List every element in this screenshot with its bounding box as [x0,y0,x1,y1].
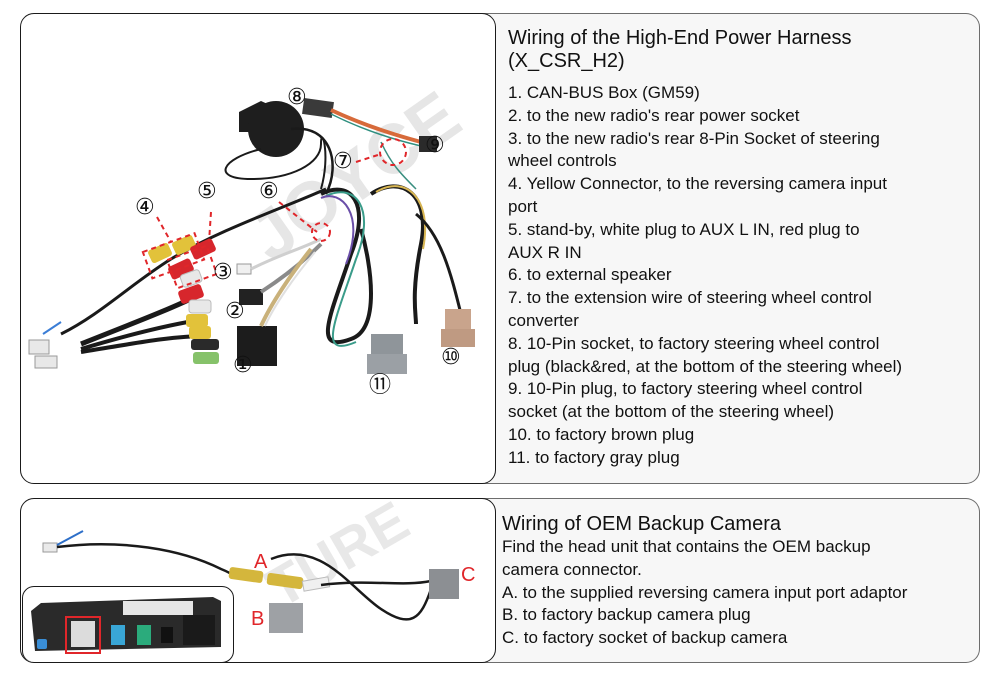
callout-6: ⑥ [259,179,279,204]
steering-harness-icon [302,97,437,190]
gray-plug-icon [367,334,407,374]
power-harness-text-panel: Wiring of the High-End Power Harness (X_… [480,13,980,484]
label-b: B [251,608,264,630]
speaker-icon [224,101,334,195]
callout-7: ⑦ [333,149,353,174]
harness-item: 4. Yellow Connector, to the reversing ca… [508,174,887,194]
harness-item: 8. 10-Pin socket, to factory steering wh… [508,333,880,353]
label-a: A [254,551,268,573]
backup-camera-illustration: TURE A B C [42,499,475,633]
callout-1: ① [233,353,253,378]
camera-cable-icon [42,530,459,633]
head-unit-icon [31,597,221,654]
power-harness-image: JOYCE [20,13,496,484]
harness-item: 5. stand-by, white plug to AUX L IN, red… [508,219,860,239]
harness-item: socket (at the bottom of the steering wh… [508,402,835,422]
harness-item: plug (black&red, at the bottom of the st… [508,356,903,376]
brown-plug-icon [441,309,475,347]
power-harness-title: Wiring of the High-End Power Harness (X_… [508,27,902,73]
wire-loop-icon [320,184,463,347]
power-harness-item-list: 1. CAN-BUS Box (GM59) 2. to the new radi… [508,82,902,470]
rca-bundle-icon [28,187,327,369]
backup-item: A. to the supplied reversing camera inpu… [502,582,908,602]
backup-item: C. to factory socket of backup camera [502,628,788,648]
harness-item: 7. to the extension wire of steering whe… [508,288,872,308]
callout-5: ⑤ [197,179,217,204]
callout-3: ③ [213,260,233,285]
backup-item: B. to factory backup camera plug [502,605,751,625]
harness-item: 11. to factory gray plug [508,447,680,467]
backup-intro-line: camera connector. [502,559,642,579]
backup-camera-item-list: Find the head unit that contains the OEM… [502,536,907,650]
callout-11: ⑪ [369,373,391,398]
harness-item: 10. to factory brown plug [508,424,695,444]
callout-2: ② [225,299,245,324]
harness-item: port [508,196,538,216]
harness-item: 2. to the new radio's rear power socket [508,105,800,125]
harness-illustration: JOYCE [28,76,475,398]
power-harness-title-line1: Wiring of the High-End Power Harness [508,27,852,49]
callout-9: ⑨ [425,133,445,158]
label-c: C [461,564,475,586]
callout-10: ⑩ [441,345,461,370]
harness-item: 6. to external speaker [508,265,672,285]
backup-intro-line: Find the head unit that contains the OEM… [502,537,871,556]
power-socket-icon [236,237,323,305]
backup-camera-image: TURE A B C [20,498,496,663]
harness-item: 3. to the new radio's rear 8-Pin Socket … [508,128,880,148]
harness-item: 1. CAN-BUS Box (GM59) [508,83,700,102]
harness-item: AUX R IN [508,242,582,262]
harness-item: wheel controls [508,151,617,171]
harness-item: converter [508,310,579,330]
backup-camera-title: Wiring of OEM Backup Camera [502,513,781,535]
harness-item: 9. 10-Pin plug, to factory steering whee… [508,379,863,399]
callout-8: ⑧ [287,85,307,110]
backup-camera-text-panel: Wiring of OEM Backup Camera Find the hea… [480,498,980,663]
head-unit-inset [22,586,234,662]
canbus-box-icon [237,247,316,366]
watermark: TURE [256,499,420,619]
callout-leaders [141,138,407,290]
power-harness-title-line2: (X_CSR_H2) [508,50,625,72]
callout-4: ④ [135,195,155,220]
